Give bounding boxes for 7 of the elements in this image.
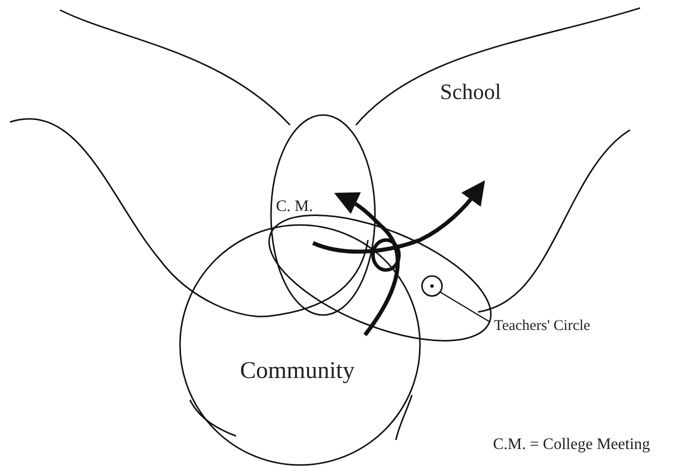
small-circle-icon — [421, 275, 443, 297]
legend-note: C.M. = College Meeting — [493, 436, 650, 454]
region-label: C. M. — [276, 198, 313, 216]
region-label: School — [440, 80, 502, 104]
callout-label: Teachers' Circle — [494, 318, 590, 334]
region-label: Community — [240, 358, 355, 384]
leader-line — [440, 291, 490, 323]
